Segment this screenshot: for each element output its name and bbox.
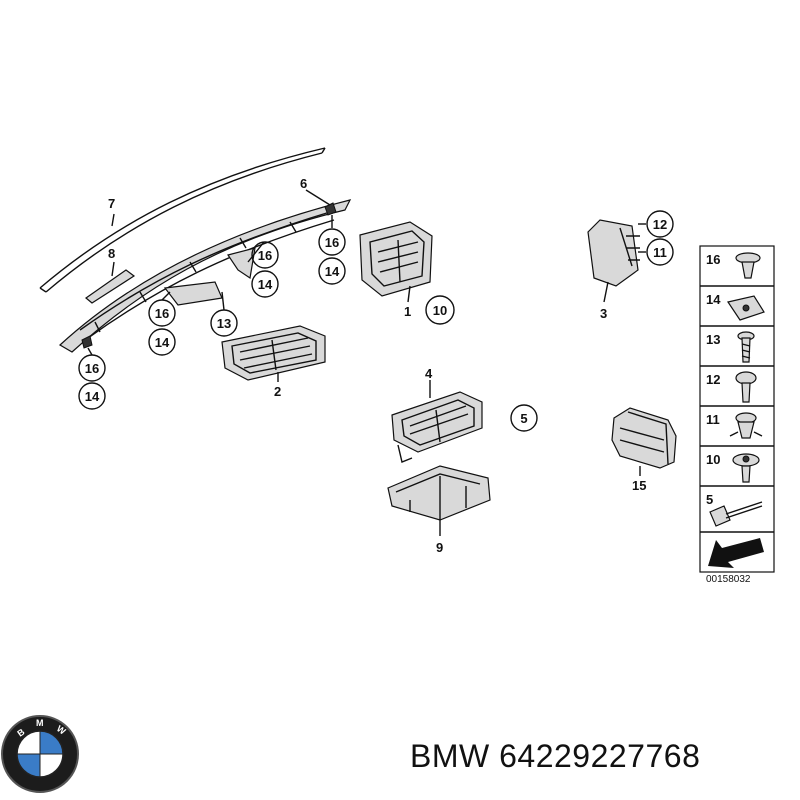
cable-connector-icon: [709, 501, 763, 527]
label-15: 15: [632, 478, 646, 493]
svg-text:14: 14: [85, 389, 100, 404]
part-15-control-unit: [611, 407, 677, 469]
expanding-rivet-icon: [729, 412, 763, 439]
callout-16-c: 16: [148, 299, 176, 327]
part-2-side-vent: [221, 325, 326, 381]
callout-12: 12: [646, 210, 674, 238]
part-8-pad: [85, 269, 136, 304]
part-7-trim-strip: [39, 147, 326, 293]
spring-nut-icon: [727, 295, 765, 321]
part-3-bracket: [587, 219, 640, 287]
arrow-icon: [708, 538, 764, 568]
part-number-caption: BMW 64229227768: [410, 738, 700, 775]
label-1: 1: [404, 304, 411, 319]
callout-14-a: 14: [251, 270, 279, 298]
callout-16-b: 16: [318, 228, 346, 256]
label-8: 8: [108, 246, 115, 261]
callout-14-d: 14: [78, 382, 106, 410]
legend-item-5: 5: [706, 492, 713, 507]
callout-5: 5: [510, 404, 538, 432]
part-labels: 7 6 8 1 2 3 4 9 15: [108, 176, 646, 555]
legend-item-16: 16: [706, 252, 720, 267]
svg-text:5: 5: [520, 411, 527, 426]
brand-name: BMW: [410, 738, 490, 774]
push-clip-icon: [735, 252, 761, 279]
label-7: 7: [108, 196, 115, 211]
legend-item-12: 12: [706, 372, 720, 387]
label-6: 6: [300, 176, 307, 191]
flanged-screw-icon: [732, 453, 760, 483]
label-4: 4: [425, 366, 433, 381]
svg-text:14: 14: [155, 335, 170, 350]
callout-13: 13: [210, 309, 238, 337]
svg-text:16: 16: [258, 248, 272, 263]
callout-16-d: 16: [78, 354, 106, 382]
svg-text:13: 13: [217, 316, 231, 331]
svg-text:16: 16: [155, 306, 169, 321]
leader-lines: [87, 189, 646, 536]
svg-text:16: 16: [85, 361, 99, 376]
fastener-legend: 16 14 13 12 11 10 5: [699, 245, 775, 585]
label-9: 9: [436, 540, 443, 555]
part-number: 64229227768: [499, 738, 701, 774]
part-4-rear-vent: [391, 391, 483, 463]
screw-icon: [737, 331, 755, 363]
part-9-duct-housing: [387, 465, 491, 521]
callout-14-b: 14: [318, 257, 346, 285]
svg-text:M: M: [36, 718, 44, 728]
legend-item-10: 10: [706, 452, 720, 467]
legend-item-13: 13: [706, 332, 720, 347]
legend-item-11: 11: [706, 412, 720, 427]
circled-callouts: 16 14 16 14 16 14 13 16 14 10 12 11 5: [78, 210, 674, 432]
part-6-dash-panel: [58, 199, 352, 353]
part-1-center-vent: [359, 221, 433, 297]
legend-item-14: 14: [706, 292, 721, 307]
drawing-code: 00158032: [706, 574, 751, 585]
svg-text:16: 16: [325, 235, 339, 250]
svg-text:B: B: [15, 726, 26, 738]
bmw-logo: B M W: [1, 715, 79, 793]
label-3: 3: [600, 306, 607, 321]
svg-text:11: 11: [653, 245, 667, 260]
round-head-screw-icon: [735, 371, 757, 403]
svg-text:14: 14: [258, 277, 273, 292]
callout-14-c: 14: [148, 328, 176, 356]
svg-text:14: 14: [325, 264, 340, 279]
callout-11: 11: [646, 238, 674, 266]
svg-text:10: 10: [433, 303, 447, 318]
label-2: 2: [274, 384, 281, 399]
callout-16-a: 16: [251, 241, 279, 269]
svg-text:12: 12: [653, 217, 667, 232]
callout-10: 10: [425, 295, 455, 325]
